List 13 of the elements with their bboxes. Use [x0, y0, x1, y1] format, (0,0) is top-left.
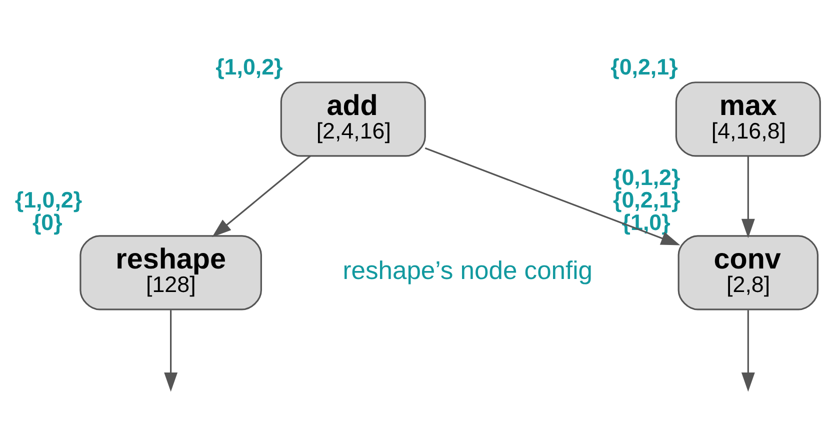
arrow	[164, 310, 178, 392]
label: reshape’s node config	[342, 256, 593, 284]
node-box: add [2,4,16]	[280, 81, 426, 156]
arrow	[212, 154, 311, 237]
arrow	[741, 156, 755, 238]
arrow	[741, 310, 755, 392]
node-box: conv [2,8]	[678, 234, 819, 310]
node-box: reshape [128]	[80, 234, 262, 310]
node-label: {1,0,2}	[14, 186, 82, 212]
arrow	[424, 146, 680, 245]
node-label: {0,2,1}	[610, 54, 678, 80]
node-box: max [4,16,8]	[675, 81, 821, 156]
node-label: {1,0,2}	[216, 54, 283, 80]
